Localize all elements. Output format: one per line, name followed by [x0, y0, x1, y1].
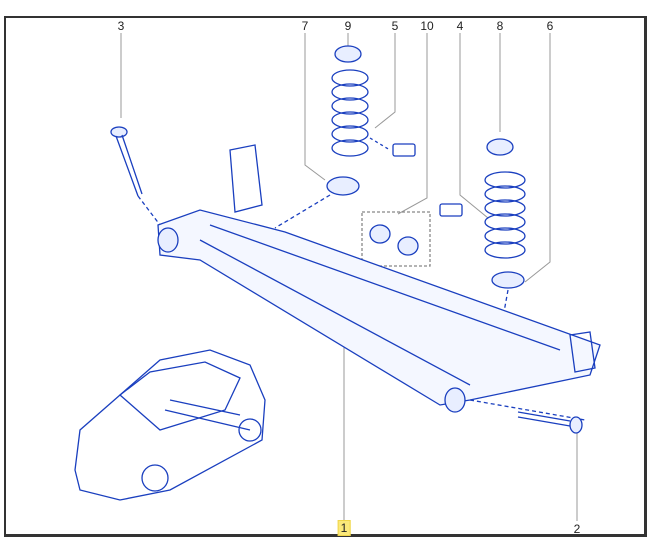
leader-6 — [524, 33, 551, 283]
callout-4[interactable]: 4 — [456, 19, 464, 33]
callout-7[interactable]: 7 — [301, 19, 309, 33]
leader-10 — [397, 33, 428, 215]
callout-6[interactable]: 6 — [546, 19, 554, 33]
callout-3[interactable]: 3 — [117, 19, 125, 33]
callout-10[interactable]: 10 — [420, 19, 434, 33]
bushings-10[interactable] — [361, 211, 431, 267]
diagram-frame — [4, 16, 647, 537]
callout-2[interactable]: 2 — [573, 522, 581, 536]
leader-lines — [120, 33, 578, 521]
callout-1-highlighted[interactable]: 1 — [337, 520, 351, 536]
callout-8[interactable]: 8 — [496, 19, 504, 33]
bolt-3[interactable] — [110, 126, 161, 226]
leader-4 — [459, 33, 489, 219]
callout-9[interactable]: 9 — [344, 19, 352, 33]
leader-7 — [304, 33, 326, 181]
spring-4[interactable] — [439, 138, 526, 346]
callout-5[interactable]: 5 — [391, 19, 399, 33]
rear-axle-beam-1[interactable] — [157, 144, 601, 421]
vehicle-location-illustration — [74, 349, 266, 501]
leader-5 — [374, 33, 396, 129]
bolt-2[interactable] — [517, 411, 583, 434]
spring-5[interactable] — [274, 45, 416, 229]
